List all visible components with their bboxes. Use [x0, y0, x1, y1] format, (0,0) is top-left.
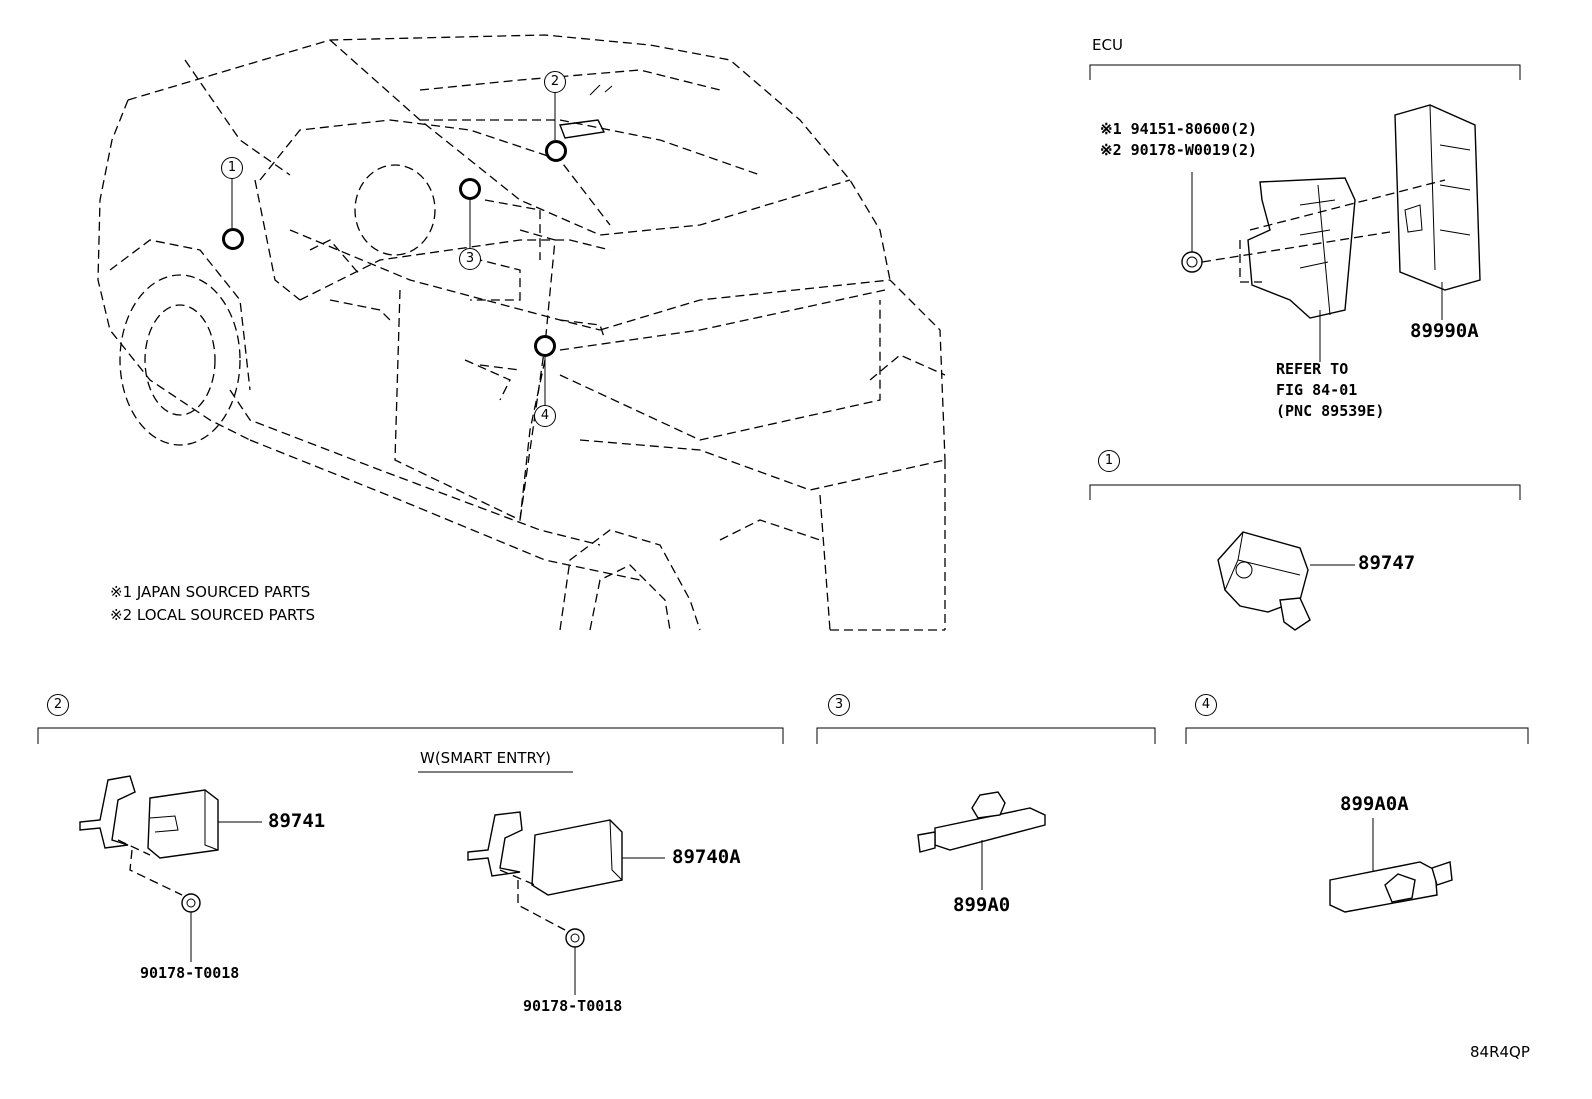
- section-3-art: [816, 727, 1156, 890]
- ecu-note-1: ※1 94151-80600(2): [1100, 120, 1258, 138]
- section-4-marker: 4: [1195, 694, 1217, 716]
- location-dot-1: [222, 228, 244, 250]
- legend-local-sourced: ※2 LOCAL SOURCED PARTS: [110, 606, 315, 624]
- nut-90178-t0018-left: 90178-T0018: [140, 964, 240, 982]
- ecu-part-number: 89990A: [1410, 320, 1479, 342]
- section-2-art: [37, 727, 784, 995]
- part-899A0: 899A0: [953, 894, 1011, 916]
- part-89740A: 89740A: [672, 846, 741, 868]
- refer-to-line-3: (PNC 89539E): [1276, 402, 1385, 420]
- section-1-marker: 1: [1098, 450, 1120, 472]
- section-1-art: [1089, 484, 1521, 631]
- part-899A0A: 899A0A: [1340, 793, 1409, 815]
- ecu-section-art: [1089, 64, 1521, 362]
- smart-entry-variant-label: W(SMART ENTRY): [420, 749, 552, 767]
- location-dot-3: [459, 178, 481, 200]
- section-2-marker: 2: [47, 694, 69, 716]
- ecu-note-2: ※2 90178-W0019(2): [1100, 141, 1258, 159]
- location-dot-4: [534, 335, 556, 357]
- part-89747: 89747: [1358, 552, 1416, 574]
- vehicle-callout-2: 2: [544, 71, 566, 93]
- section-3-marker: 3: [828, 694, 850, 716]
- diagram-code: 84R4QP: [1470, 1043, 1530, 1061]
- refer-to-line-2: FIG 84-01: [1276, 381, 1358, 399]
- nut-90178-t0018-right: 90178-T0018: [523, 997, 623, 1015]
- ecu-heading: ECU: [1092, 36, 1123, 54]
- refer-to-line-1: REFER TO: [1276, 360, 1349, 378]
- vehicle-illustration: [97, 34, 946, 631]
- legend-japan-sourced: ※1 JAPAN SOURCED PARTS: [110, 583, 311, 601]
- part-89741: 89741: [268, 810, 326, 832]
- vehicle-callout-3: 3: [459, 248, 481, 270]
- section-4-art: [1185, 727, 1529, 913]
- location-dot-2: [545, 140, 567, 162]
- vehicle-callout-4: 4: [534, 405, 556, 427]
- vehicle-callout-1: 1: [221, 157, 243, 179]
